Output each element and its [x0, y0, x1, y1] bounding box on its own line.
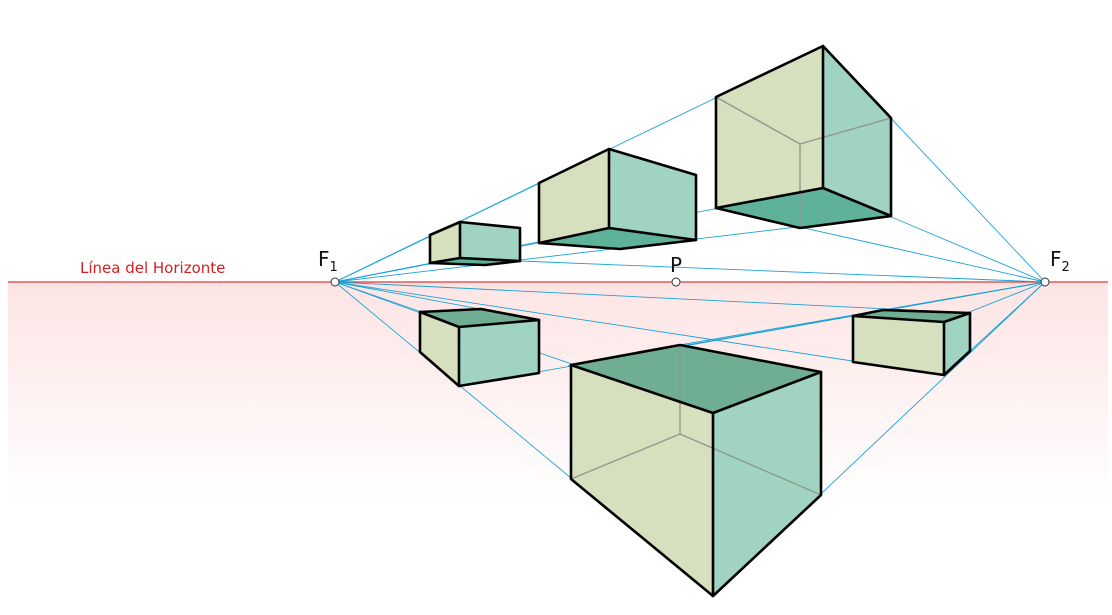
principal-point-marker — [671, 277, 681, 287]
cube-medium-upper-middle — [537, 147, 698, 251]
cube-large-upper-right — [714, 44, 893, 230]
vanishing-point-f2-marker — [1040, 277, 1050, 287]
cube-large-lower-center — [569, 343, 823, 598]
vanishing-point-f1-marker — [330, 277, 340, 287]
principal-point-label: P — [670, 253, 682, 277]
cube-small-upper-left — [428, 220, 522, 267]
vanishing-point-f1-label: F1 — [318, 247, 338, 275]
cube-small-lower-left — [418, 307, 541, 388]
horizon-label: Línea del Horizonte — [80, 259, 225, 277]
vanishing-point-f2-label: F2 — [1050, 247, 1070, 275]
cube-large-upper-right-hidden-edges — [715, 96, 892, 228]
cube-large-lower-center-hidden-edges — [570, 345, 822, 496]
cube-small-lower-right — [851, 308, 972, 377]
